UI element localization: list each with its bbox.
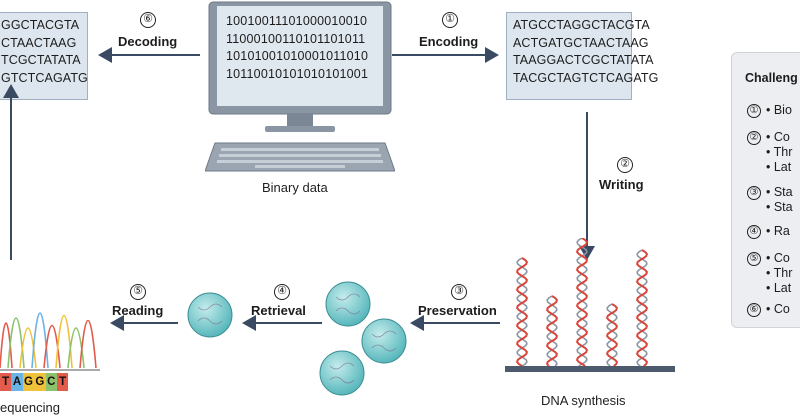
base-call: T [56,373,69,391]
challenge-3-number: ③ [747,186,761,200]
base-call: G [34,373,46,391]
challenge-item: • Co [766,302,790,316]
binary-line: 10010011101000010010 [226,14,368,28]
base-call: T [0,373,12,391]
sequence-line: CTAACTAAG [1,35,77,50]
challenge-item: • Ra [766,224,790,238]
challenge-item: • Thr [766,145,793,159]
challenge-item: • Sta [766,200,793,214]
binary-line: 10101001010001011010 [226,49,369,63]
sequence-line: TCGCTATATA [1,53,81,67]
step-6-label: Decoding [118,34,178,49]
challenge-5-number: ⑤ [747,252,761,266]
step-3-number: ③ [451,284,467,300]
challenges-panel: Challeng ① • Bio ② • Co • Thr • Lat ③ • … [731,52,800,328]
dna-capsules-illustration [187,281,407,396]
dna-synthesis-caption: DNA synthesis [541,393,626,408]
dna-synthesis-illustration [505,238,675,372]
step-2-label: Writing [599,177,644,192]
step-6-number: ⑥ [140,12,156,28]
dna-strand [605,303,619,367]
capsule [361,318,407,364]
dna-strand [546,295,558,367]
dna-strand [515,257,529,367]
base-call: G [22,373,35,391]
sequencing-caption: equencing [0,400,60,415]
challenges-title: Challeng [745,71,798,85]
base-call: A [11,373,23,391]
step-4-number: ④ [274,284,290,300]
challenge-item: • Lat [766,281,792,295]
capsule [187,292,233,338]
dna-strand [576,238,588,367]
dna-strand [575,238,589,367]
sequence-line: ACTGATGCTAACTAAG [513,35,649,50]
challenge-6-number: ⑥ [747,303,761,317]
sequence-line: TAAGGACTCGCTATATA [513,53,654,67]
step-1-label: Encoding [419,34,479,49]
base-call: C [45,373,57,391]
binary-line: 10110010101010101001 [226,66,369,81]
dna-strand [545,295,559,367]
step-5-number: ⑤ [130,284,146,300]
dna-strand [635,249,649,367]
base-call-strip: T A G G C T [0,373,69,391]
dna-strand [636,249,648,367]
dna-strands [515,238,649,367]
challenge-1-number: ① [747,104,761,118]
computer-illustration [205,1,395,172]
capsule [325,281,371,327]
binary-data-caption: Binary data [262,180,328,195]
step-5-label: Reading [112,303,164,318]
capsule [319,350,365,396]
sequence-line: GGCTACGTA [1,18,80,32]
challenge-2-number: ② [747,131,761,145]
challenge-item: • Co [766,130,790,144]
sequence-line: TACGCTAGTCTCAGATG [513,70,659,85]
challenge-4-number: ④ [747,225,761,239]
chromatogram-illustration [0,312,100,371]
challenge-item: • Sta [766,185,793,199]
binary-text: 10010011101000010010 1100010011010110101… [226,13,368,83]
challenge-item: • Lat [766,160,792,174]
step-2-number: ② [617,157,633,173]
step-1-number: ① [442,12,458,28]
step-4-label: Retrieval [251,303,306,318]
dna-strand [606,303,618,367]
step-3-label: Preservation [418,303,497,318]
sequence-line: GTCTCAGATG [1,70,88,85]
binary-line: 11000100110101101011 [226,31,366,46]
sequence-line: ATGCCTAGGCTACGTA [513,18,650,32]
encoded-sequence-box: ATGCCTAGGCTACGTA ACTGATGCTAACTAAG TAAGGA… [506,12,659,100]
challenge-item: • Co [766,251,790,265]
challenge-item: • Bio [766,103,792,117]
challenge-item: • Thr [766,266,793,280]
